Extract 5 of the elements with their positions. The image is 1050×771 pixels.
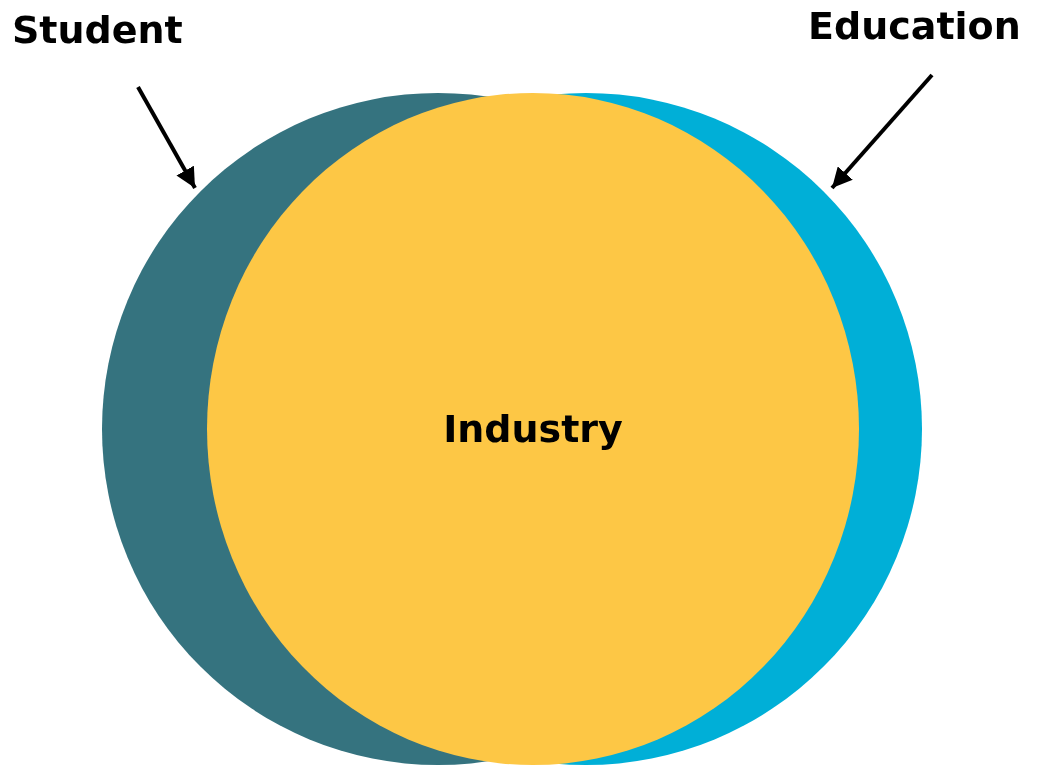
label-text: Education [808,4,1021,48]
leader-line [136,86,197,189]
circle-label: Industry [443,407,623,451]
label-text: Student [12,8,183,52]
leader-line [830,73,934,190]
